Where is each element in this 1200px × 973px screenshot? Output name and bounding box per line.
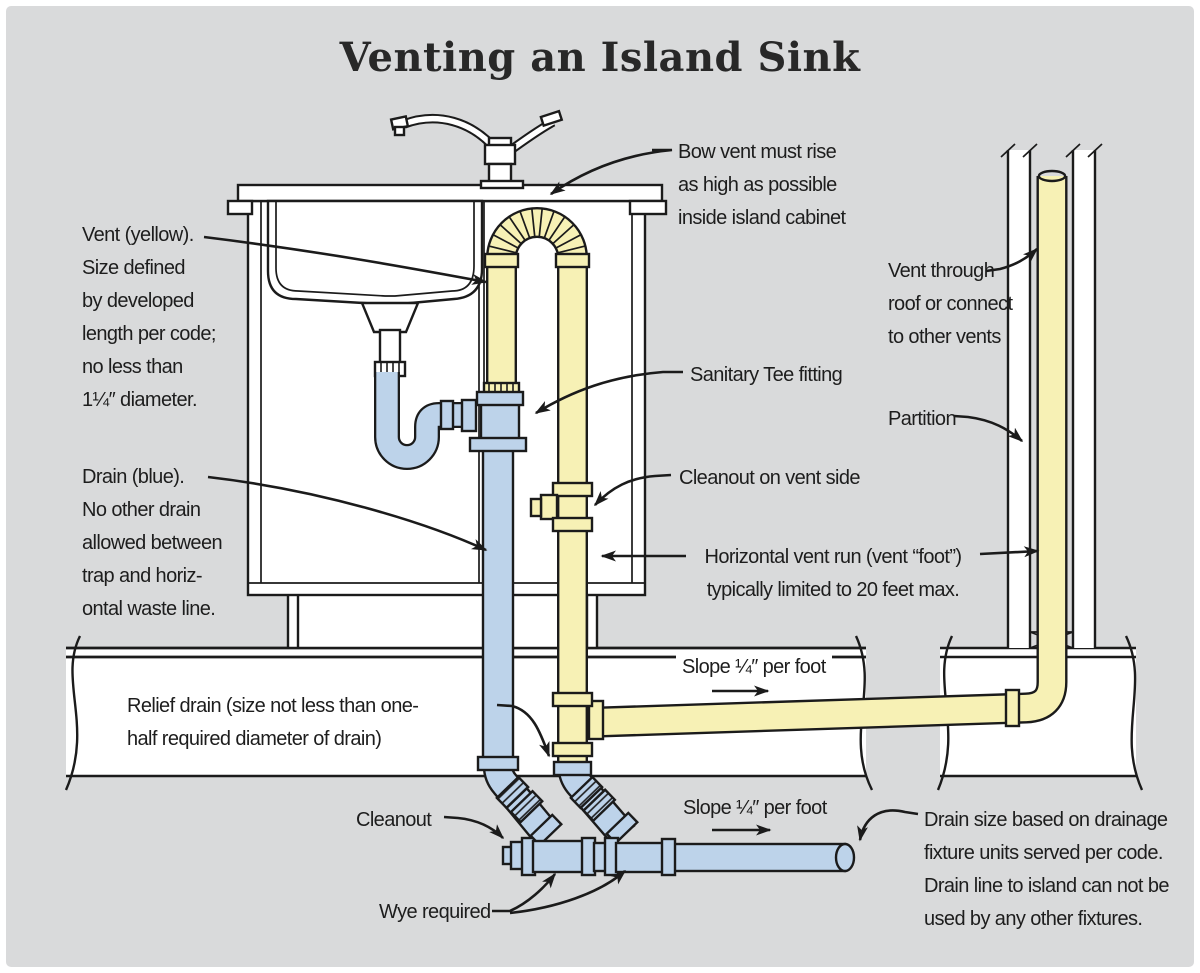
cleanout-plug — [529, 497, 543, 518]
partition-wall — [1000, 143, 1103, 649]
break-line — [64, 635, 82, 791]
arrow-sanitary-tee — [534, 370, 683, 415]
floor-band-left — [64, 635, 874, 791]
arrow-wye-2 — [509, 870, 627, 915]
vent-cleanout — [529, 481, 594, 533]
tailpiece — [378, 328, 402, 366]
arrow-vent — [203, 235, 488, 285]
arrow-drain-size — [857, 809, 919, 842]
vent-piping-yellow — [482, 169, 1068, 763]
arrow-bow-vent — [549, 148, 673, 196]
countertop — [236, 183, 664, 203]
faucet — [389, 109, 564, 190]
drain-piping-blue — [374, 372, 856, 877]
vent-open-end — [1037, 169, 1067, 183]
vent-coupling — [1004, 688, 1021, 728]
leader-arrows — [203, 148, 1040, 915]
vent-tee — [551, 691, 605, 758]
page-title: Venting an Island Sink — [339, 34, 861, 81]
label-partition: Partition — [888, 408, 957, 430]
label-vent-note: Vent (yellow). Size defined by developed… — [82, 224, 216, 411]
arrow-partition — [953, 414, 1024, 442]
arrow-drain — [207, 475, 488, 552]
label-drain-note: Drain (blue). No other drain allowed bet… — [82, 466, 223, 620]
bow-vent-segments — [488, 208, 586, 254]
arrow-wye-1 — [492, 872, 557, 913]
arrow-vent-foot-right — [979, 546, 1040, 558]
sanitary-tee — [468, 390, 528, 453]
label-cleanout: Cleanout — [356, 809, 432, 831]
break-line — [1124, 635, 1144, 791]
arrow-cleanout — [443, 815, 505, 840]
drain-end — [834, 842, 856, 873]
label-drain-size: Drain size based on drainage fixture uni… — [924, 809, 1170, 930]
arrow-vent-through — [985, 247, 1039, 273]
label-slope-upper: Slope ¼″ per foot — [676, 651, 832, 684]
arrow-relief-drain — [496, 703, 551, 758]
label-horizontal-vent: Horizontal vent run (vent “foot”) typica… — [704, 546, 963, 601]
label-cleanout-vent: Cleanout on vent side — [679, 467, 860, 489]
label-vent-through: Vent through roof or connect to other ve… — [888, 260, 1013, 348]
label-bow-vent: Bow vent must rise as high as possible i… — [678, 141, 846, 229]
drain-flange — [360, 301, 420, 334]
faucet-base — [479, 179, 525, 190]
label-sanitary-tee: Sanitary Tee fitting — [690, 364, 843, 386]
arrow-cleanout-vent — [593, 473, 672, 507]
spout-outlet — [393, 125, 406, 137]
horizontal-drain-assembly — [501, 811, 856, 877]
wall-break-ticks — [1000, 143, 1103, 158]
wye-fitting — [531, 839, 586, 874]
label-slope-lower: Slope ¼″ per foot — [683, 797, 827, 819]
label-wye: Wye required — [379, 901, 491, 923]
label-relief-drain: Relief drain (size not less than one- ha… — [127, 695, 419, 750]
drain-stack — [481, 446, 515, 768]
cabinet-plinth — [288, 595, 597, 648]
wye-fitting — [614, 841, 667, 874]
